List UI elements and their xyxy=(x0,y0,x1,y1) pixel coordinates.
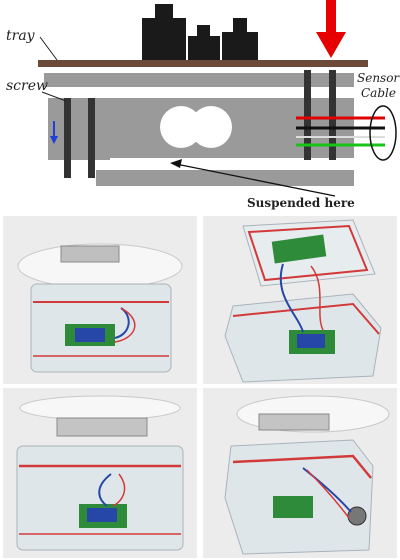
enclosure-illustration xyxy=(203,388,397,558)
load-cell-diagram: tray screw Sensor Cable Suspended here xyxy=(6,0,400,210)
tray-leader-line xyxy=(39,36,58,61)
weight-medium-knob xyxy=(233,18,247,33)
weight-small xyxy=(188,36,220,60)
pcb-board xyxy=(273,496,313,518)
force-arrow-head xyxy=(316,32,346,58)
photo-front-view-tray-on xyxy=(3,216,197,384)
load-cell-bar xyxy=(60,245,120,263)
sensor-cable-label-line2: Cable xyxy=(361,86,396,100)
suspended-arrow-head xyxy=(170,159,182,168)
load-cell-bar xyxy=(56,417,148,437)
connector-jack xyxy=(347,506,367,526)
weight-small-knob xyxy=(197,25,210,37)
screw-leader-line xyxy=(41,91,67,102)
screw-label: screw xyxy=(6,78,48,94)
screw-right-2 xyxy=(329,70,336,160)
weight-large-knob xyxy=(155,4,173,20)
pcb-board-lid xyxy=(271,234,327,264)
enclosure-illustration xyxy=(203,216,397,384)
beam-lower xyxy=(96,170,354,186)
deflection-arrow-head xyxy=(50,136,58,144)
enclosure-illustration xyxy=(3,388,197,558)
strain-hole-bridge xyxy=(181,116,211,138)
screw-left-1 xyxy=(64,98,71,178)
photo-angled-view-lid-open xyxy=(203,216,397,384)
tray-plate xyxy=(38,60,368,67)
photo-front-view-loadcell xyxy=(3,388,197,558)
suspended-here-label: Suspended here xyxy=(247,196,355,210)
load-cell-bar xyxy=(258,413,330,431)
screw-left-2 xyxy=(88,98,95,178)
enclosure-illustration xyxy=(3,216,197,384)
sensor-cable-outline xyxy=(369,105,397,161)
weights xyxy=(142,4,258,60)
screw-right-1 xyxy=(304,70,311,160)
suspended-arrow-line xyxy=(175,163,336,197)
photo-side-view-connector xyxy=(203,388,397,558)
weight-large xyxy=(142,18,186,60)
force-arrow-shaft xyxy=(326,0,336,34)
sensor-cable-label-line1: Sensor xyxy=(357,71,400,85)
tray-disc xyxy=(19,395,181,421)
beam-gap xyxy=(110,158,354,170)
weight-medium xyxy=(222,32,258,60)
beam-upper xyxy=(44,73,354,87)
tray-label: tray xyxy=(6,28,36,44)
